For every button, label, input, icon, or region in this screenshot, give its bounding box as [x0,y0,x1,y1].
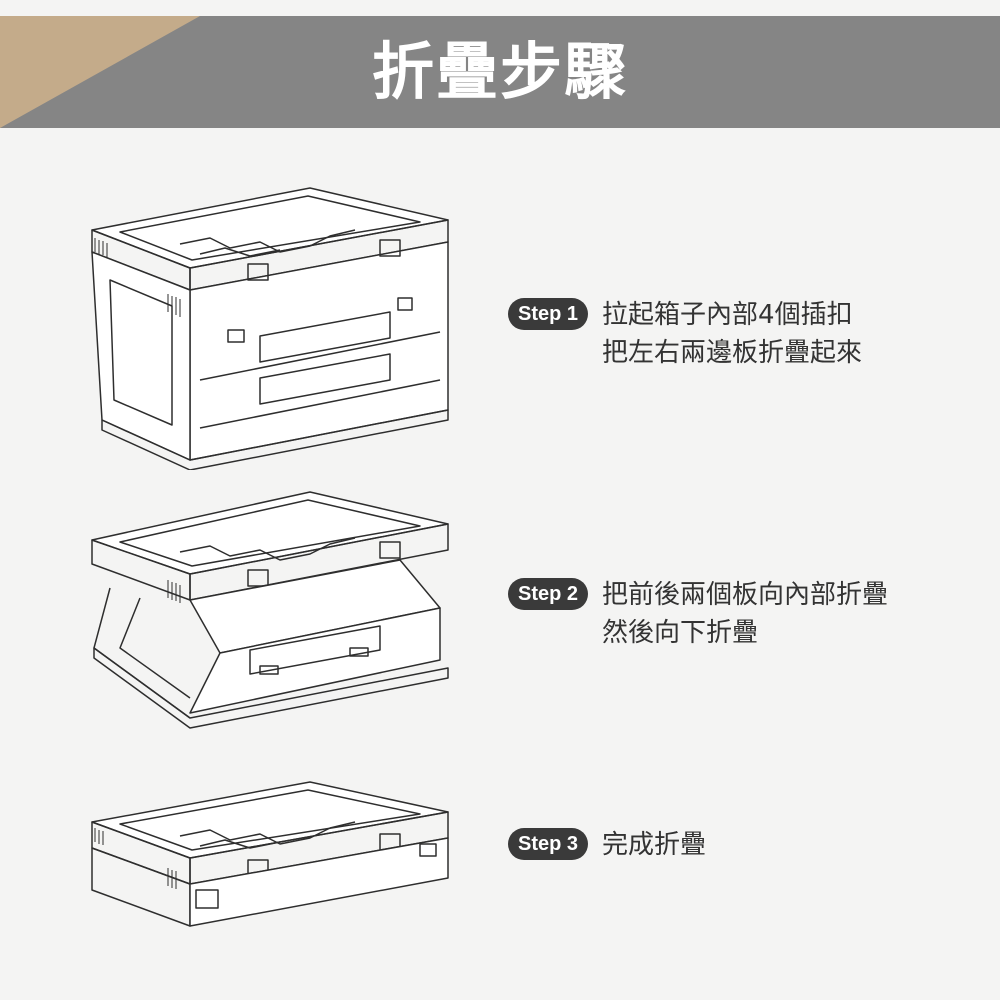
step-1: Step 1 拉起箱子內部4個插扣 把左右兩邊板折疊起來 [508,296,862,372]
step-1-badge: Step 1 [508,298,589,330]
page-title: 折疊步驟 [371,35,628,108]
step-3-text: 完成折疊 [602,826,706,864]
box-folded-flat-illustration [91,781,449,927]
box-unfolded-illustration [91,187,449,470]
step-1-line-1: 拉起箱子內部4個插扣 [602,300,853,330]
box-half-folded-illustration [91,491,449,729]
step-3: Step 3 完成折疊 [508,826,706,864]
step-2-badge: Step 2 [508,578,589,610]
step-2-line-1: 把前後兩個板向內部折疊 [602,580,889,610]
step-3-line-1: 完成折疊 [602,830,707,860]
header-banner: 折疊步驟 [0,16,1000,128]
header-accent-stripe [0,16,200,128]
step-1-text: 拉起箱子內部4個插扣 把左右兩邊板折疊起來 [602,296,862,372]
step-3-badge: Step 3 [508,828,589,860]
step-2: Step 2 把前後兩個板向內部折疊 然後向下折疊 [508,576,888,652]
step-1-line-2: 把左右兩邊板折疊起來 [602,338,863,368]
step-2-text: 把前後兩個板向內部折疊 然後向下折疊 [602,576,888,652]
step-2-line-2: 然後向下折疊 [602,618,759,648]
